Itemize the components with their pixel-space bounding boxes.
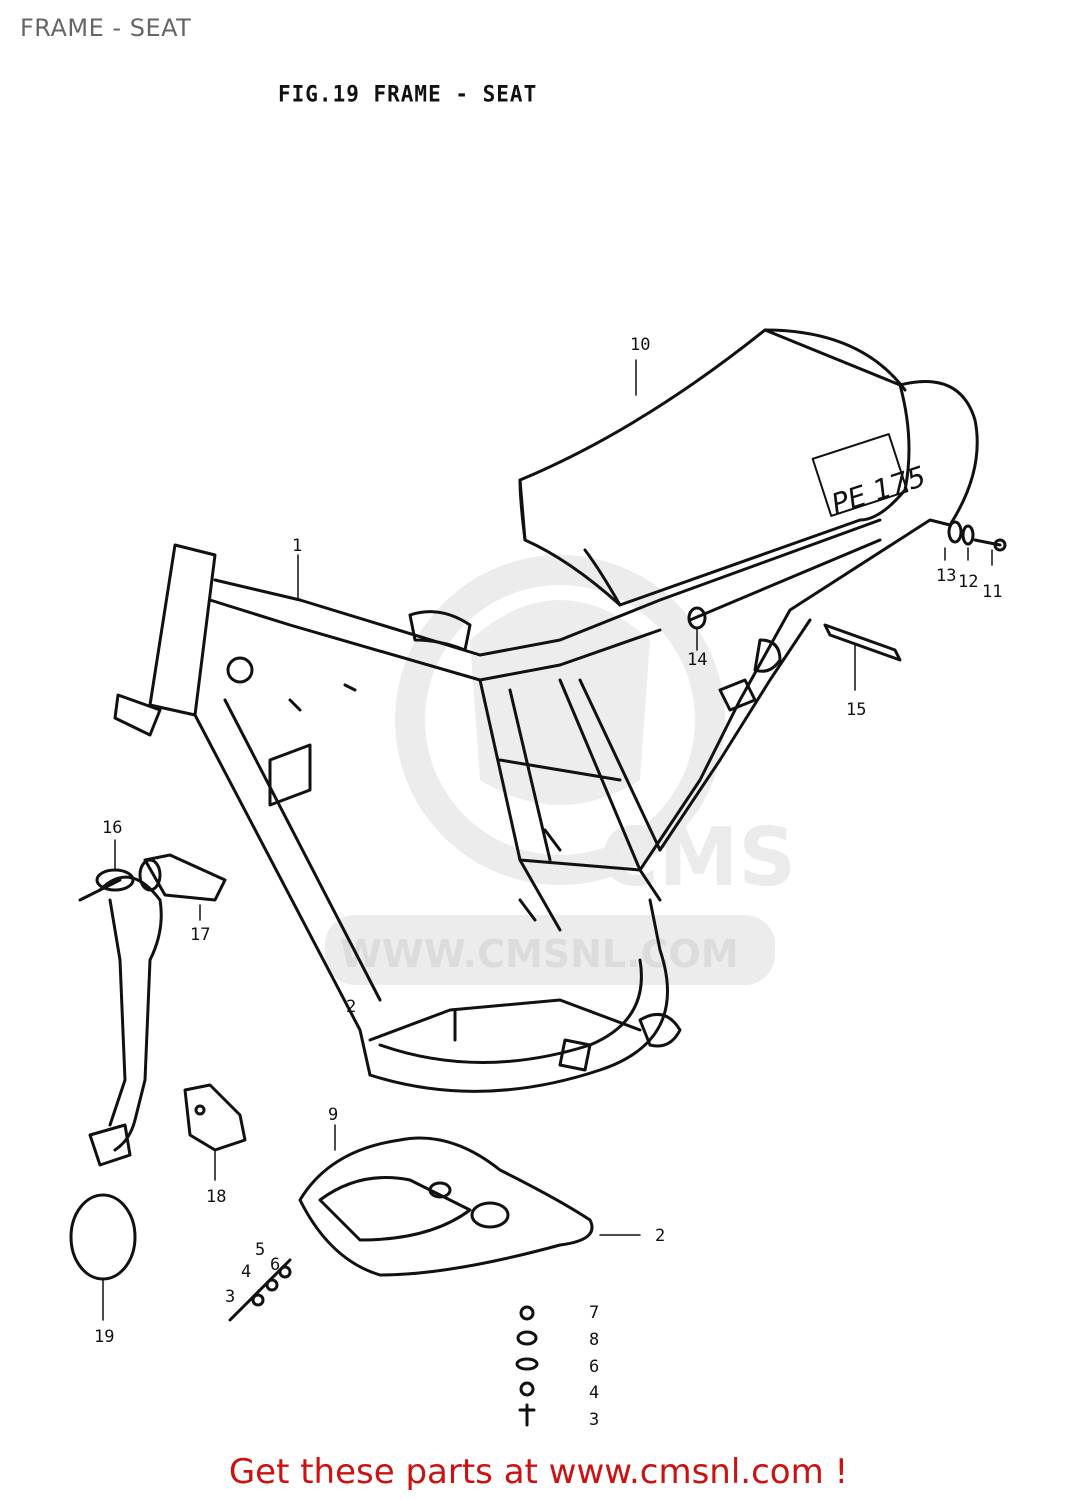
page-title: FRAME - SEAT — [20, 14, 192, 42]
main-frame — [113, 518, 952, 1093]
callout-2-plate: 2 — [655, 1226, 666, 1246]
bolt-stack — [228, 1258, 292, 1322]
callout-3: 3 — [225, 1287, 236, 1307]
callout-16: 16 — [102, 818, 123, 838]
callout-14: 14 — [687, 650, 708, 670]
callout-2-frame: 2 — [346, 997, 357, 1017]
callout-13: 13 — [936, 566, 957, 586]
figure-title: FIG.19 FRAME - SEAT — [278, 81, 538, 107]
stand-bracket — [138, 853, 227, 902]
callout-1: 1 — [292, 536, 303, 556]
seat — [518, 328, 979, 607]
mount-bracket — [183, 1083, 247, 1152]
callout-12: 12 — [958, 572, 979, 592]
callout-6: 6 — [270, 1255, 281, 1275]
callout-10: 10 — [630, 335, 651, 355]
svg-text:CMS: CMS — [600, 811, 796, 904]
callout-17: 17 — [190, 925, 211, 945]
leader-lines — [102, 359, 993, 1321]
hardware-legend — [515, 1305, 539, 1427]
callout-4: 4 — [241, 1262, 252, 1282]
watermark-text: WWW.CMSNL.COM — [340, 932, 739, 976]
rear-bolts — [947, 520, 1007, 552]
callout-5: 5 — [255, 1240, 266, 1260]
seat-badge: PE 175 — [827, 460, 929, 521]
seat-strap — [823, 623, 902, 662]
callout-11: 11 — [982, 582, 1003, 602]
callout-19: 19 — [94, 1327, 115, 1347]
o-ring — [69, 1193, 137, 1281]
footer-link[interactable]: Get these parts at www.cmsnl.com ! — [228, 1452, 849, 1492]
cmsnl-watermark: CMS WWW.CMSNL.COM — [325, 555, 796, 985]
callout-9: 9 — [328, 1105, 339, 1125]
callout-18: 18 — [206, 1187, 227, 1207]
callout-7: 7 — [589, 1303, 600, 1323]
callout-6-legend: 6 — [589, 1357, 600, 1377]
skid-plate — [298, 1136, 594, 1277]
callout-4-legend: 4 — [589, 1383, 600, 1403]
callout-8: 8 — [589, 1330, 600, 1350]
side-stand — [78, 868, 163, 1167]
callout-3-legend: 3 — [589, 1410, 600, 1430]
callout-15: 15 — [846, 700, 867, 720]
